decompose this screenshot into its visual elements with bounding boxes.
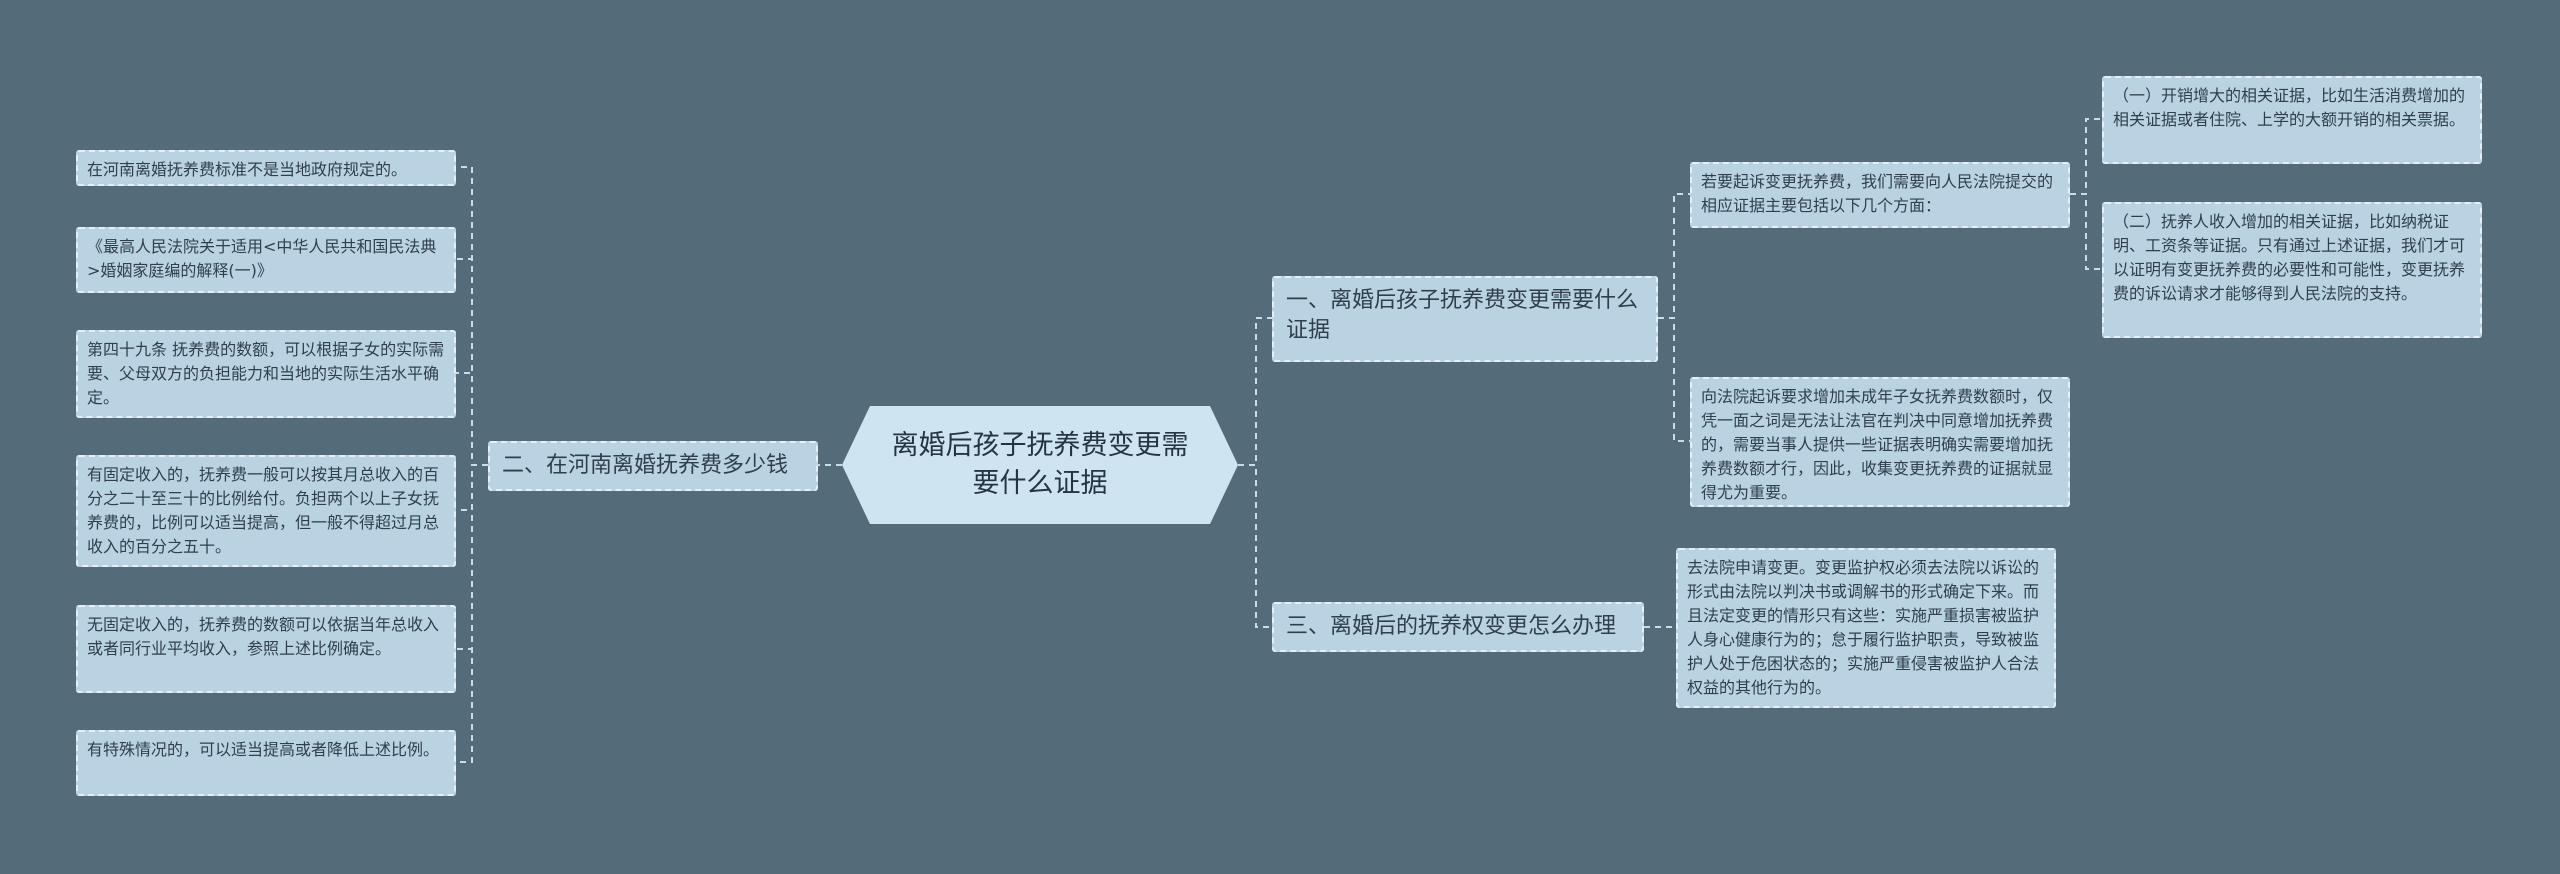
link-b1c1-b1c1b — [2070, 193, 2102, 270]
leaf-node-evidence-intro[interactable]: 若要起诉变更抚养费，我们需要向人民法院提交的相应证据主要包括以下几个方面： — [1690, 162, 2070, 228]
link-b1c1-b1c1a — [2070, 118, 2102, 195]
leaf-node-income-evidence[interactable]: （二）抚养人收入增加的相关证据，比如纳税证明、工资条等证据。只有通过上述证据，我… — [2102, 202, 2482, 338]
leaf-node-expense-evidence[interactable]: （一）开销增大的相关证据，比如生活消费增加的相关证据或者住院、上学的大额开销的相… — [2102, 76, 2482, 164]
link-b1-b1c2 — [1658, 317, 1690, 442]
link-root-b3 — [1238, 464, 1272, 628]
link-b2-b2c4 — [456, 464, 488, 511]
root-node[interactable]: 离婚后孩子抚养费变更需要什么证据 — [842, 406, 1238, 524]
link-b1-b1c1 — [1658, 193, 1690, 319]
link-b2-b2c5 — [456, 464, 488, 650]
leaf-node-fixed-income[interactable]: 有固定收入的，抚养费一般可以按其月总收入的百分之二十至三十的比例给付。负担两个以… — [76, 455, 456, 567]
branch-node-custody-change[interactable]: 三、离婚后的抚养权变更怎么办理 — [1272, 602, 1644, 652]
leaf-node-henan-standard[interactable]: 在河南离婚抚养费标准不是当地政府规定的。 — [76, 150, 456, 186]
link-b2-b2c2 — [456, 258, 488, 466]
link-root-b1 — [1238, 317, 1272, 466]
link-b2-b2c3 — [456, 372, 488, 466]
branch-node-evidence[interactable]: 一、离婚后孩子抚养费变更需要什么证据 — [1272, 276, 1658, 362]
leaf-node-evidence-importance[interactable]: 向法院起诉要求增加未成年子女抚养费数额时，仅凭一面之词是无法让法官在判决中同意增… — [1690, 377, 2070, 507]
leaf-node-custody-procedure[interactable]: 去法院申请变更。变更监护权必须去法院以诉讼的形式由法院以判决书或调解书的形式确定… — [1676, 548, 2056, 708]
link-b2-b2c6 — [456, 464, 488, 763]
leaf-node-special-cases[interactable]: 有特殊情况的，可以适当提高或者降低上述比例。 — [76, 730, 456, 796]
branch-node-henan-amount[interactable]: 二、在河南离婚抚养费多少钱 — [488, 441, 818, 491]
leaf-node-judicial-interpretation[interactable]: 《最高人民法院关于适用<中华人民共和国民法典>婚姻家庭编的解释(一)》 — [76, 227, 456, 293]
leaf-node-article-49[interactable]: 第四十九条 抚养费的数额，可以根据子女的实际需要、父母双方的负担能力和当地的实际… — [76, 330, 456, 418]
link-b2-b2c1 — [456, 166, 488, 466]
leaf-node-no-fixed-income[interactable]: 无固定收入的，抚养费的数额可以依据当年总收入或者同行业平均收入，参照上述比例确定… — [76, 605, 456, 693]
